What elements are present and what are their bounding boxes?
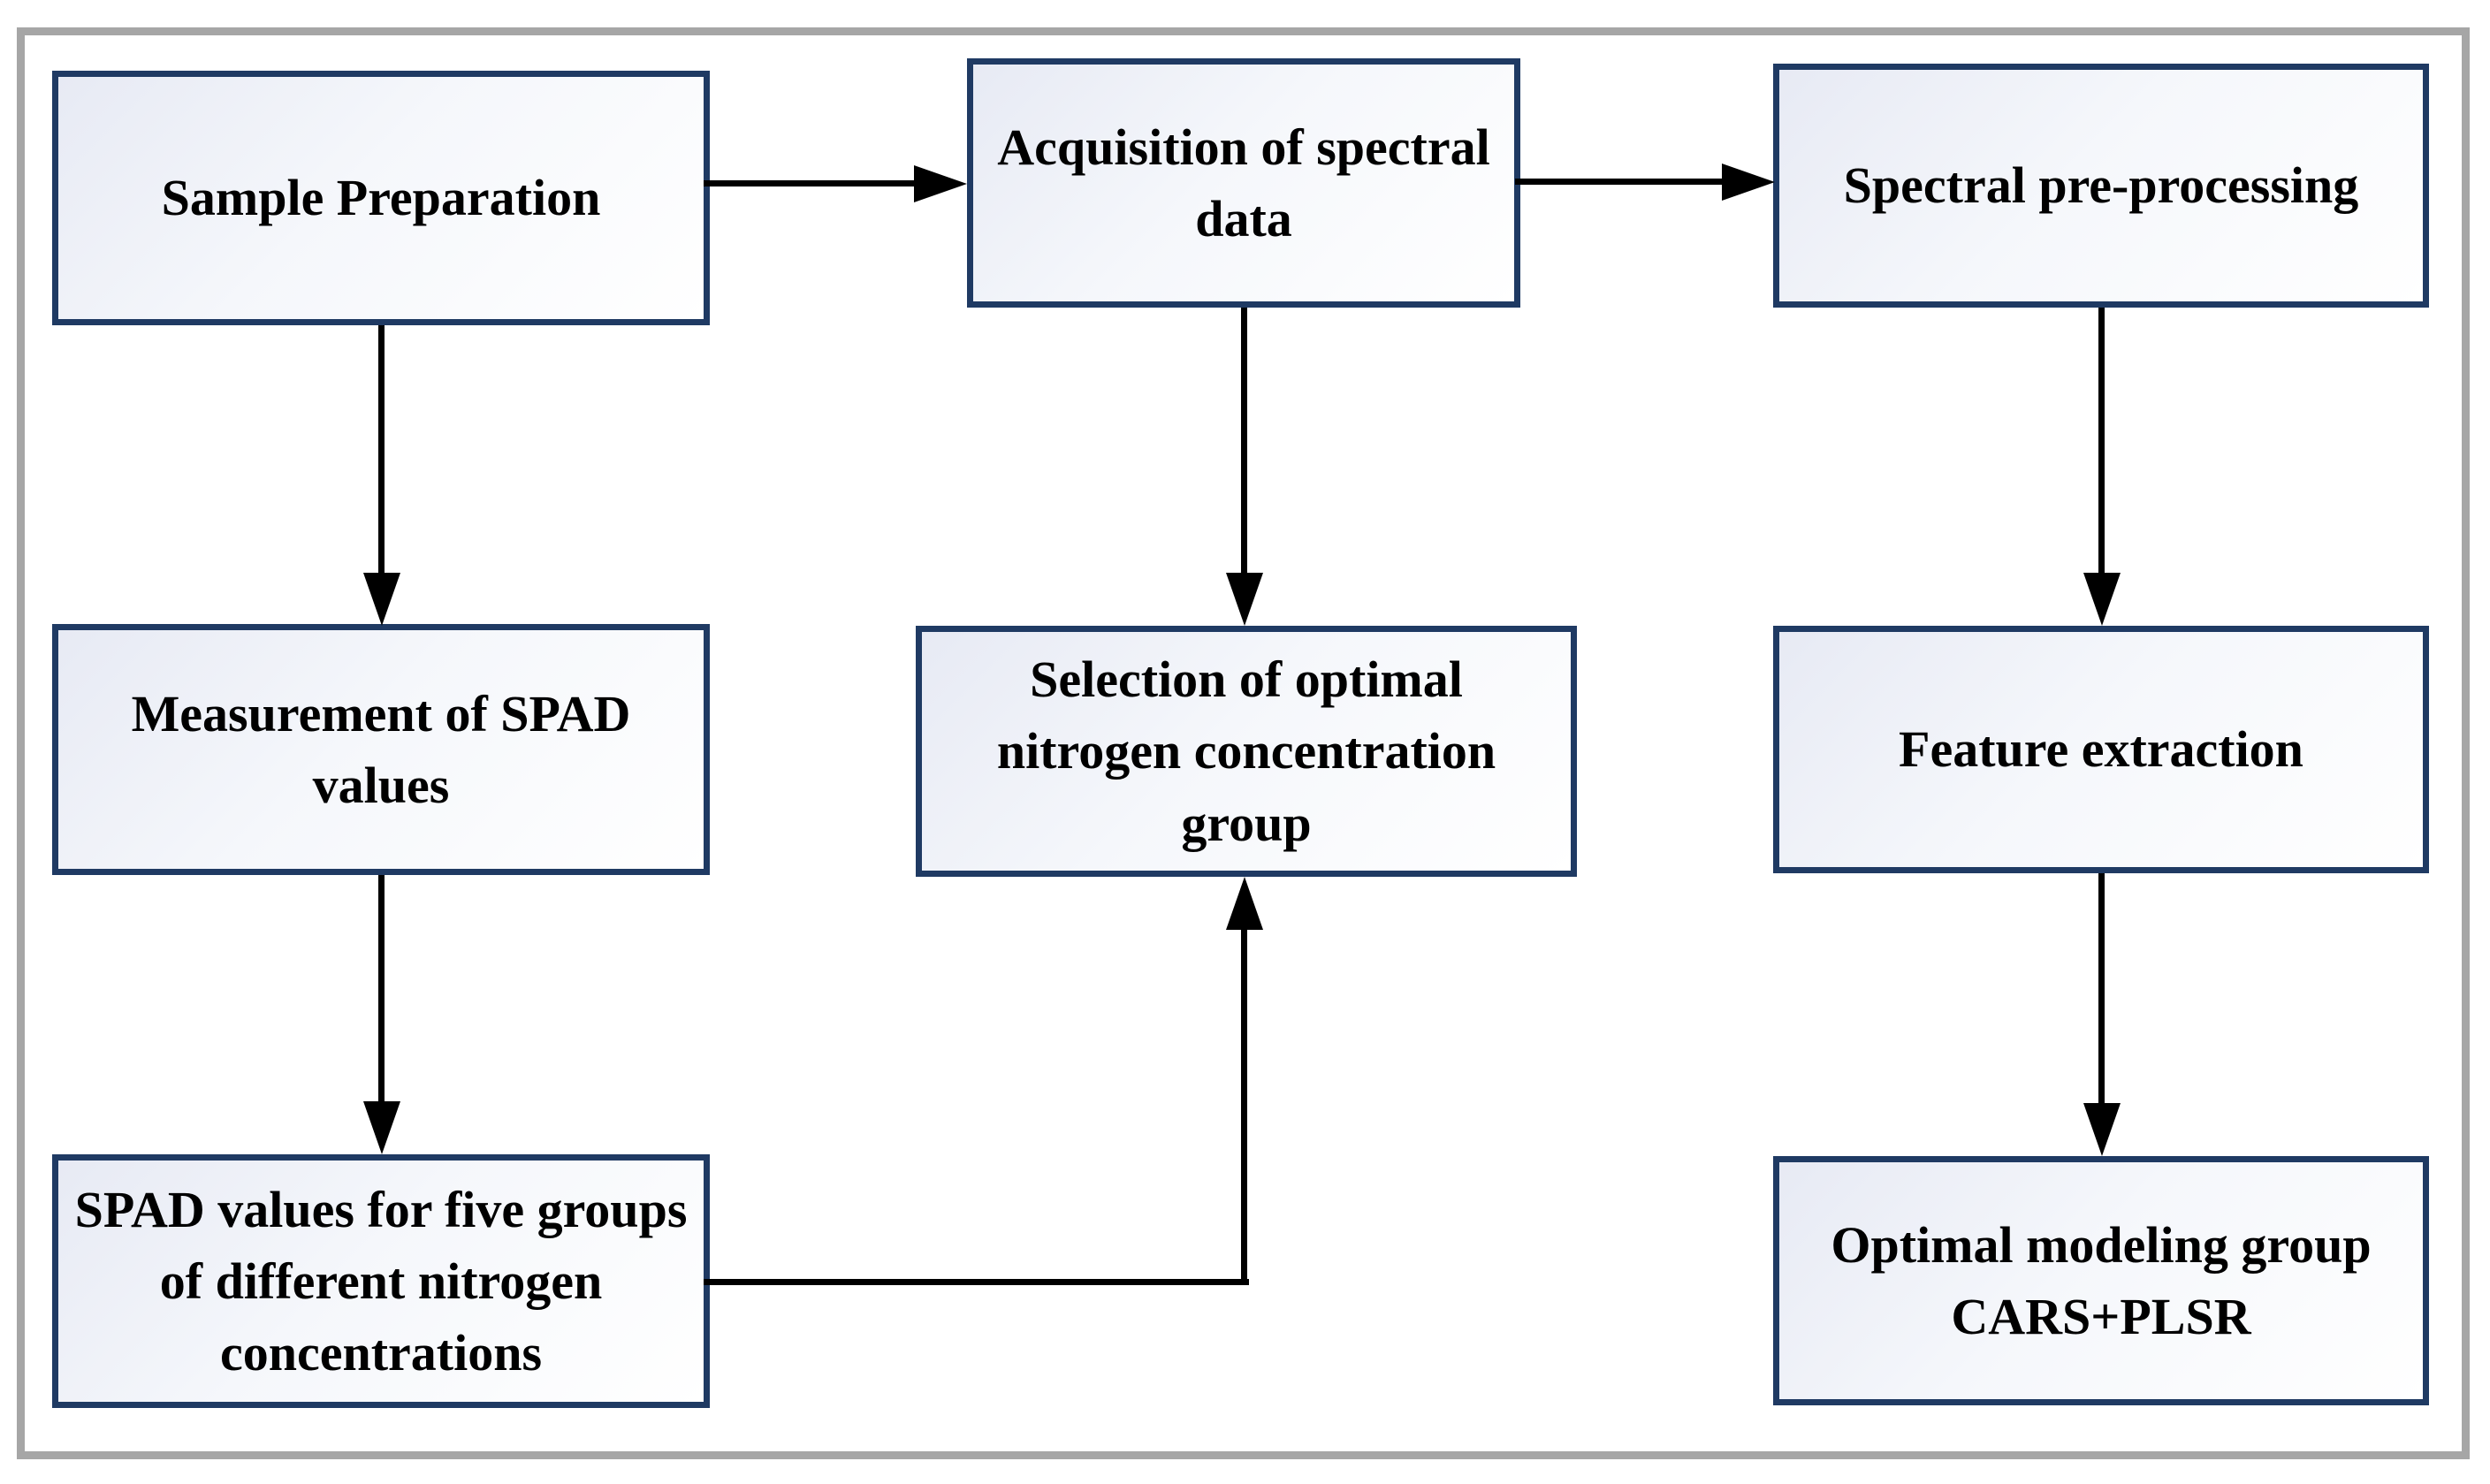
arrowhead-up-icon	[1226, 877, 1263, 930]
arrow-shaft	[378, 325, 385, 575]
arrowhead-down-icon	[363, 573, 400, 626]
arrow-shaft-horizontal	[704, 1279, 1249, 1285]
arrowhead-down-icon	[363, 1101, 400, 1154]
box-optimal-modeling-group: Optimal modeling group CARS+PLSR	[1773, 1156, 2429, 1405]
arrowhead-down-icon	[1226, 573, 1263, 626]
outer-frame	[17, 27, 2470, 1459]
arrowhead-down-icon	[2083, 573, 2121, 626]
arrow-shaft-vertical	[1241, 926, 1247, 1285]
arrow-shaft	[2098, 308, 2105, 576]
box-spectral-pre-processing: Spectral pre-processing	[1773, 64, 2429, 308]
box-selection-of-optimal-nitrogen-concentration-group: Selection of optimal nitrogen concentrat…	[916, 626, 1577, 877]
arrowhead-right-icon	[914, 165, 967, 202]
box-feature-extraction: Feature extraction	[1773, 626, 2429, 873]
arrow-shaft	[2098, 873, 2105, 1107]
arrowhead-down-icon	[2083, 1103, 2121, 1156]
arrowhead-right-icon	[1722, 164, 1775, 201]
arrow-shaft	[378, 875, 385, 1107]
box-measurement-of-spad-values: Measurement of SPAD values	[52, 624, 710, 875]
arrow-shaft	[704, 180, 916, 186]
box-sample-preparation: Sample Preparation	[52, 71, 710, 325]
arrow-shaft	[1241, 308, 1247, 576]
box-spad-values-for-five-groups: SPAD values for five groups of different…	[52, 1154, 710, 1408]
arrow-shaft	[1515, 179, 1724, 185]
box-acquisition-of-spectral-data: Acquisition of spectral data	[967, 58, 1520, 308]
